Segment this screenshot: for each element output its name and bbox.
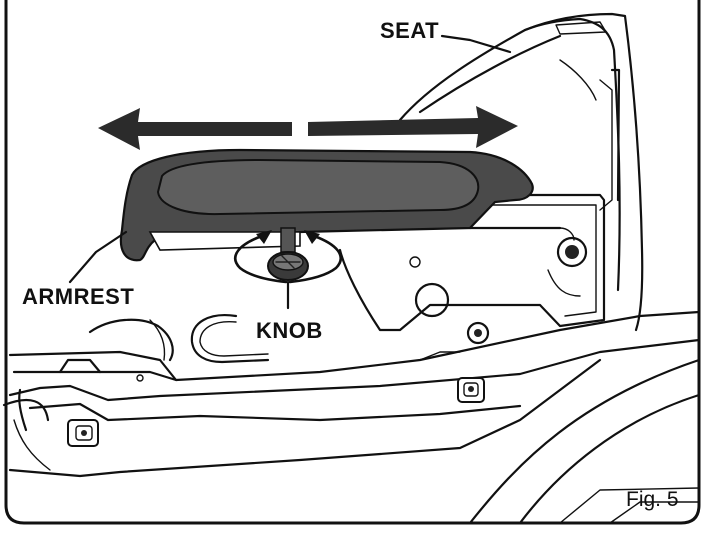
armrest-pad bbox=[156, 158, 480, 216]
body-frame bbox=[2, 310, 701, 525]
arrow-right bbox=[308, 106, 518, 148]
seat-label: SEAT bbox=[380, 18, 439, 43]
seat-outline bbox=[398, 12, 644, 332]
knob bbox=[267, 227, 309, 281]
arrow-left bbox=[98, 108, 292, 150]
lower-bolt bbox=[466, 321, 490, 345]
bracket-bolt bbox=[556, 236, 588, 268]
bracket-hole-small bbox=[409, 256, 421, 268]
armrest-label: ARMREST bbox=[22, 284, 134, 309]
armrest bbox=[119, 148, 575, 262]
rotation-arrows bbox=[233, 230, 343, 284]
figure-label: Fig. 5 bbox=[626, 488, 679, 511]
rear-parts bbox=[58, 318, 174, 382]
knob-label: KNOB bbox=[256, 318, 323, 343]
mounting-bracket bbox=[338, 193, 606, 345]
fastener-left bbox=[67, 419, 99, 447]
figure-frame bbox=[4, 0, 701, 525]
bracket-hole-large bbox=[414, 282, 450, 318]
cable-loop bbox=[190, 314, 270, 364]
fastener-right bbox=[457, 377, 485, 403]
seat-leader-line bbox=[440, 34, 512, 54]
slide-direction-arrow bbox=[98, 106, 518, 150]
armrest-leader-line bbox=[68, 230, 128, 284]
